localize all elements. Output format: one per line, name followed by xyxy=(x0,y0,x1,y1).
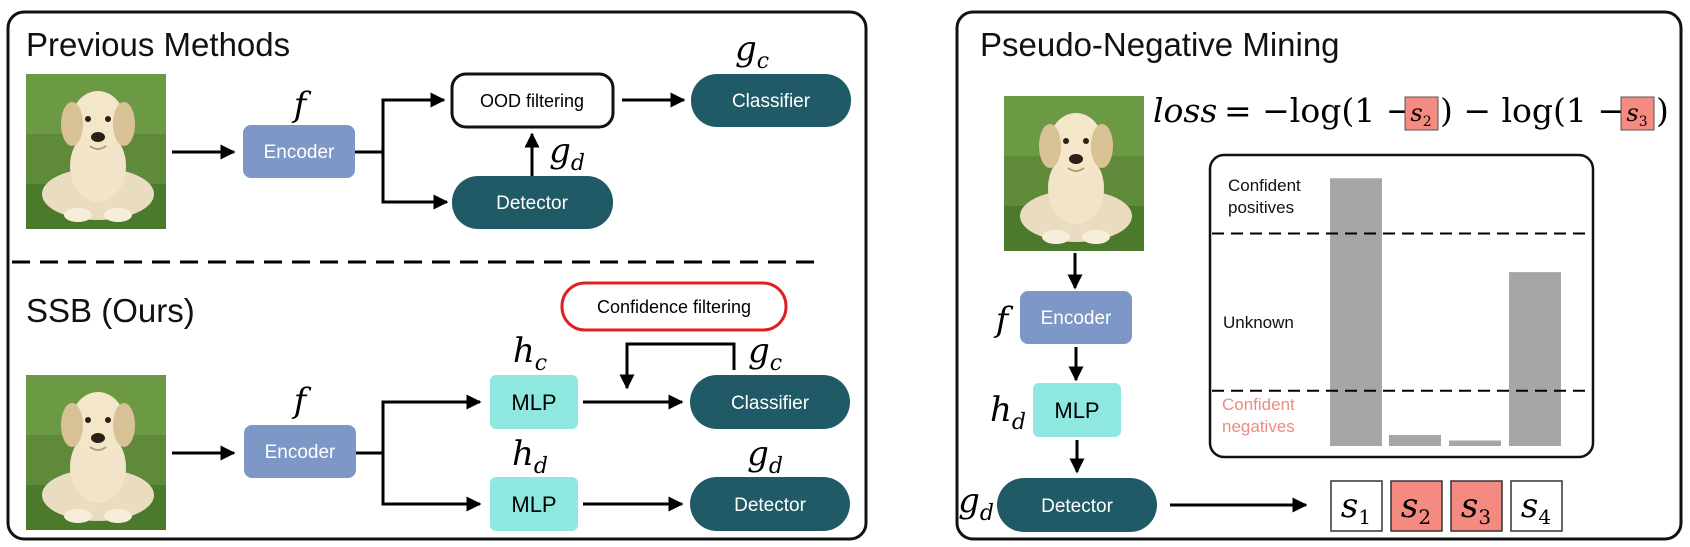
dog-photo xyxy=(25,73,167,230)
score-s2: s2 xyxy=(1401,486,1431,529)
detector-box xyxy=(997,478,1157,532)
unknown-label: Unknown xyxy=(1223,313,1294,332)
threshold-lines xyxy=(1212,232,1591,392)
score-box-s3 xyxy=(1450,480,1503,532)
score-s4: s4 xyxy=(1521,486,1551,529)
s3-highlight xyxy=(1620,96,1655,131)
confident-positives-label: Confident positives xyxy=(1228,176,1306,217)
s2-highlight xyxy=(1404,96,1439,131)
arrow-icon xyxy=(356,394,482,455)
encoder-box xyxy=(243,125,355,178)
hd-symbol: hd xyxy=(990,390,1026,435)
arrow-icon xyxy=(381,152,449,210)
score-chart-frame xyxy=(1208,153,1595,459)
confidence-filtering-label: Confidence filtering xyxy=(597,297,751,317)
s2-term: s2 xyxy=(1410,99,1431,130)
s3-term: s3 xyxy=(1626,99,1647,130)
score-bar-s4 xyxy=(1509,272,1561,446)
score-s1: s1 xyxy=(1341,486,1371,529)
dog-photo xyxy=(1003,95,1145,252)
encoder-box xyxy=(244,425,356,478)
confident-negatives-label: Confident negatives xyxy=(1222,395,1300,436)
gd-symbol: gd xyxy=(958,481,994,526)
detector-label: Detector xyxy=(496,193,568,214)
ood-filtering-label: OOD filtering xyxy=(480,91,584,111)
detector-box xyxy=(452,176,613,229)
previous-methods-title: Previous Methods xyxy=(26,26,290,63)
gd-symbol: gd xyxy=(549,131,585,176)
mlp-d-label: MLP xyxy=(511,492,556,517)
gc-symbol: gc xyxy=(735,29,769,74)
classifier-label: Classifier xyxy=(731,393,810,414)
confidence-filtering-box xyxy=(560,281,788,332)
arrow-icon xyxy=(381,453,482,512)
score-box-s4 xyxy=(1510,480,1563,532)
encoder-label: Encoder xyxy=(265,442,336,463)
detector-box xyxy=(690,477,850,531)
mlp-box xyxy=(1033,383,1121,437)
pseudo-negative-title: Pseudo-Negative Mining xyxy=(980,26,1340,63)
score-boxes: s1 s2 s3 s4 xyxy=(1330,480,1563,532)
score-bar-s1 xyxy=(1330,178,1382,446)
detector-label: Detector xyxy=(734,495,806,516)
ssb-title: SSB (Ours) xyxy=(26,292,195,329)
arrow-icon xyxy=(355,92,446,154)
mlp-c-box xyxy=(490,375,578,429)
score-bars xyxy=(1330,178,1561,446)
dog-photo xyxy=(25,374,167,531)
classifier-label: Classifier xyxy=(732,91,811,112)
gc-symbol: gc xyxy=(748,331,782,376)
loss-eq-part2: ) − log(1 − xyxy=(1440,91,1625,130)
loss-lhs: loss xyxy=(1153,91,1217,130)
hc-symbol: hc xyxy=(513,331,547,376)
encoder-box xyxy=(1020,291,1132,344)
left-panel-frame xyxy=(6,10,868,541)
mlp-d-box xyxy=(490,477,578,531)
loss-eq-part1: = −log(1 − xyxy=(1224,91,1413,130)
score-s3: s3 xyxy=(1461,486,1491,529)
detector-label: Detector xyxy=(1041,496,1113,517)
hd-symbol: hd xyxy=(512,434,548,479)
mlp-c-label: MLP xyxy=(511,390,556,415)
classifier-box xyxy=(690,375,850,429)
mlp-label: MLP xyxy=(1054,398,1099,423)
score-bar-s3 xyxy=(1449,440,1501,446)
score-box-s2 xyxy=(1390,480,1443,532)
score-bar-s2 xyxy=(1389,434,1441,446)
classifier-box xyxy=(691,74,851,127)
encoder-label: Encoder xyxy=(264,142,335,163)
gd-symbol: gd xyxy=(747,434,783,479)
score-box-s1 xyxy=(1330,480,1383,532)
arrow-icon xyxy=(619,342,736,390)
ood-filtering-box xyxy=(450,72,615,129)
loss-eq-part3: ) xyxy=(1656,91,1669,130)
encoder-label: Encoder xyxy=(1041,308,1112,329)
